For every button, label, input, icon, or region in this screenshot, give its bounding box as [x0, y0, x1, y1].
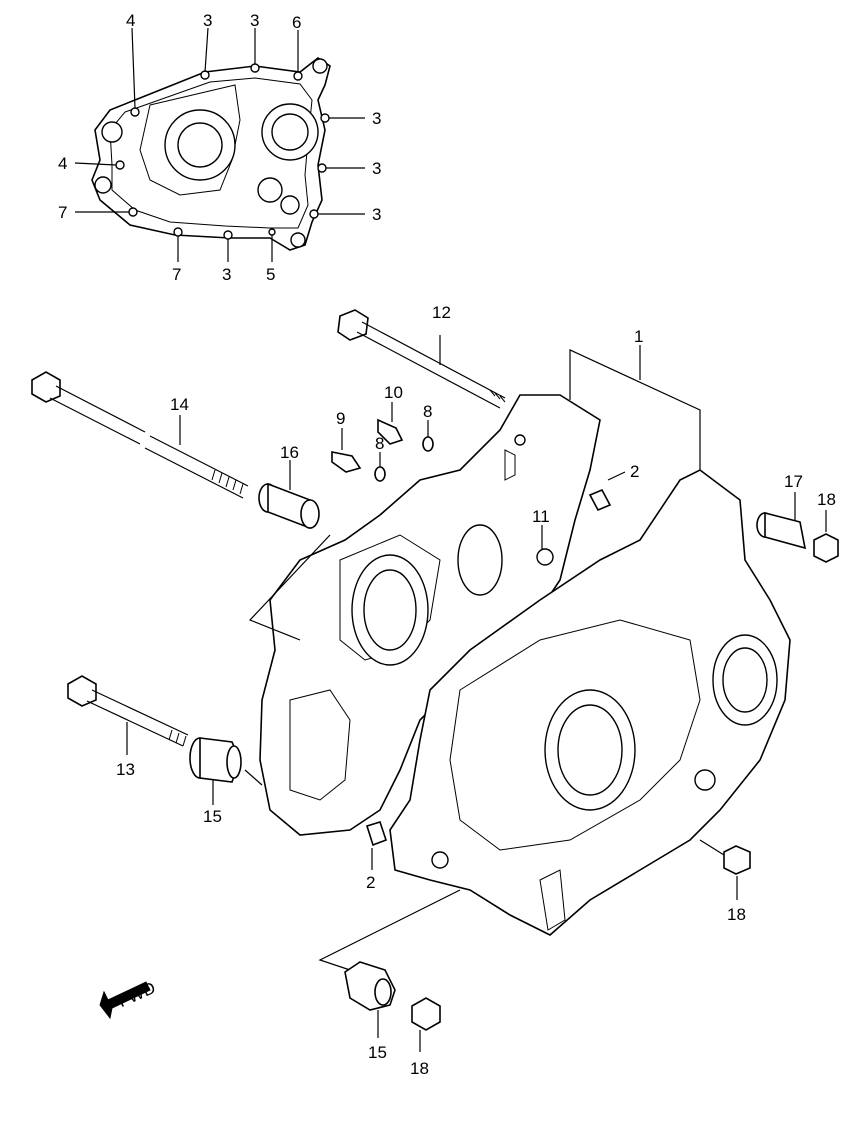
bolt-13 — [67, 675, 189, 755]
callout-15a: 15 — [203, 807, 222, 826]
bushing-16 — [248, 460, 331, 641]
callout-gasket-right-3a: 3 — [372, 109, 381, 128]
callout-18c: 18 — [410, 1059, 429, 1078]
callout-15b: 15 — [368, 1043, 387, 1062]
callout-18b: 18 — [727, 905, 746, 924]
callout-gasket-bottom-3: 3 — [222, 265, 231, 284]
callout-17: 17 — [784, 472, 803, 491]
dowel-2a — [588, 471, 626, 512]
crankcase-assembly-drawing — [259, 394, 791, 936]
forward-direction-arrow: FWD — [99, 978, 158, 1020]
fitting-10 — [377, 402, 404, 445]
washer-8b — [374, 452, 386, 482]
bushing-15a — [189, 737, 263, 805]
callout-gasket-4a: 4 — [126, 11, 135, 30]
dowel-2b — [365, 821, 388, 870]
crankcase-1-bracket — [569, 345, 701, 470]
callout-12: 12 — [432, 303, 451, 322]
washer-8a — [422, 420, 434, 452]
bolt-14 — [31, 371, 249, 499]
callout-gasket-right-3b: 3 — [372, 159, 381, 178]
callout-2b: 2 — [366, 873, 375, 892]
callout-8a: 8 — [423, 402, 432, 421]
bushing-15b — [318, 889, 461, 1038]
crankcase-gasket-drawing — [91, 57, 331, 251]
nut-18b — [699, 839, 751, 900]
bolt-17 — [756, 492, 807, 550]
callout-14: 14 — [170, 395, 189, 414]
callout-gasket-bottom-5: 5 — [266, 265, 275, 284]
gasket-leader-lines — [74, 27, 365, 262]
callout-16: 16 — [280, 443, 299, 462]
callout-gasket-6: 6 — [292, 13, 301, 32]
callout-13: 13 — [116, 760, 135, 779]
callout-1: 1 — [634, 327, 643, 346]
callout-2a: 2 — [630, 462, 639, 481]
callout-18a: 18 — [817, 490, 836, 509]
callout-11: 11 — [532, 507, 550, 526]
fitting-9 — [331, 428, 362, 473]
nut-18a — [813, 510, 839, 563]
bolt-12 — [337, 309, 506, 409]
callout-9: 9 — [336, 409, 345, 428]
nut-18c — [411, 997, 441, 1052]
callout-gasket-right-3c: 3 — [372, 205, 381, 224]
callout-10: 10 — [384, 383, 403, 402]
callout-gasket-left-7a: 7 — [58, 203, 67, 222]
callout-8b: 8 — [375, 434, 384, 453]
callout-gasket-3b: 3 — [250, 11, 259, 30]
forward-direction-label: FWD — [115, 978, 158, 1011]
callout-gasket-bottom-7b: 7 — [172, 265, 181, 284]
callout-gasket-3a: 3 — [203, 11, 212, 30]
callout-gasket-left-4b: 4 — [58, 154, 67, 173]
